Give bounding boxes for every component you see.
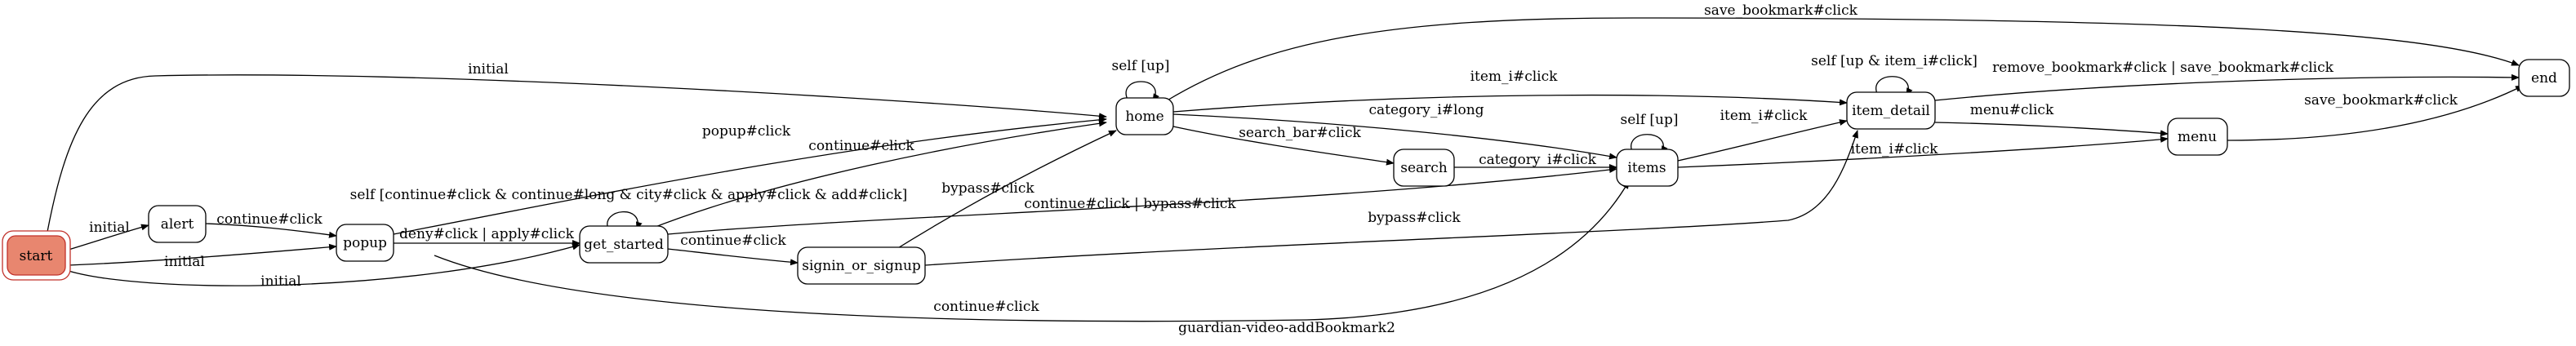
edge-home-item-detail: item_i#click [1172,69,1848,113]
edge-label-item-detail-menu: menu#click [1970,102,2054,118]
edge-popup-get-started: deny#click | apply#click [393,226,581,246]
node-search: search [1393,149,1455,187]
edge-menu-end: save_bookmark#click [2227,85,2524,141]
edge-label-start-home: initial [468,61,509,78]
edge-label-get-started-self: self [continue#click & continue#long & c… [350,187,908,203]
node-alert: alert [148,205,207,243]
edge-start-alert: initial [68,220,149,251]
edge-get-started-home: continue#click [648,120,1107,230]
edge-home-end: save_bookmark#click [1165,2,2520,102]
edge-label-items-item-detail: item_i#click [1720,108,1809,124]
edge-home-search: search_bar#click [1172,125,1395,166]
node-end: end [2518,59,2570,97]
edge-items-menu: item_i#click [1677,135,2169,168]
edge-label-signin-home: bypass#click [941,180,1034,197]
edge-label-popup-home: popup#click [702,123,791,140]
edge-label-item-detail-end: remove_bookmark#click | save_bookmark#cl… [1992,60,2334,76]
edge-label-home-end: save_bookmark#click [1704,2,1858,19]
node-label-start: start [20,248,53,264]
edge-label-home-item-detail: item_i#click [1470,69,1559,85]
node-menu: menu [2167,118,2228,156]
edge-label-home-search: search_bar#click [1239,125,1361,141]
edge-label-items-self: self [up] [1620,112,1678,128]
edge-label-signin-item-detail: bypass#click [1368,210,1461,226]
node-label-menu: menu [2178,129,2217,145]
edge-label-menu-end: save_bookmark#click [2304,92,2458,109]
node-label-items: items [1627,160,1666,176]
edge-label-start-alert: initial [89,220,130,236]
node-label-search: search [1400,160,1448,176]
edge-label-home-items: category_i#long [1368,102,1484,118]
node-items: items [1616,149,1679,187]
edge-signin-item-detail: bypass#click [924,130,1858,266]
diagram-caption: guardian-video-addBookmark2 [1178,320,1395,336]
edge-label-start-get-started: initial [260,273,301,290]
edge-item-detail-menu: menu#click [1934,102,2169,137]
edge-get-started-items: continue#click | bypass#click [667,166,1617,235]
edge-popup-home: popup#click [393,116,1107,235]
edge-search-items: category_i#click [1454,152,1617,171]
edge-label-item-detail-self: self [up & item_i#click] [1811,53,1978,69]
node-start: start [2,230,71,281]
node-label-alert: alert [161,216,194,233]
edge-label-get-started-home: continue#click [808,138,914,154]
edge-alert-popup: continue#click [205,211,337,238]
edge-item-detail-end: remove_bookmark#click | save_bookmark#cl… [1934,60,2520,101]
node-signin-or-signup: signin_or_signup [797,246,926,285]
node-popup: popup [336,224,394,262]
edge-start-get-started: initial [68,243,581,290]
edge-home-self: self [up] [1111,58,1170,102]
edge-get-started-signin: continue#click [667,233,799,266]
edge-popup-items: continue#click [434,180,1630,322]
node-get-started: get_started [579,225,669,264]
edge-label-search-items: category_i#click [1479,152,1596,168]
edges: initial initial initial initial continue… [47,2,2524,322]
node-label-popup: popup [343,235,387,251]
nodes: start alert popup get_started signin_or_… [2,59,2570,285]
node-label-item-detail: item_detail [1852,103,1930,119]
edge-start-home: initial [47,61,1107,233]
edge-items-item-detail: item_i#click [1677,108,1848,162]
edge-signin-home: bypass#click [889,130,1117,254]
edge-start-popup: initial [68,243,337,270]
edge-label-get-started-items: continue#click | bypass#click [1024,196,1236,212]
node-label-get-started: get_started [584,237,664,253]
edge-home-items: category_i#long [1172,102,1617,160]
edge-label-home-self: self [up] [1111,58,1169,74]
edge-label-popup-get-started: deny#click | apply#click [399,226,575,242]
edge-items-self: self [up] [1620,112,1679,154]
node-home: home [1115,97,1174,135]
edge-item-detail-self: self [up & item_i#click] [1811,53,1978,96]
edge-label-start-popup: initial [164,254,205,270]
node-label-end: end [2531,70,2557,86]
edge-label-get-started-signin: continue#click [680,233,786,249]
edge-label-popup-items: continue#click [933,299,1039,315]
node-item-detail: item_detail [1846,91,1936,130]
node-label-home: home [1125,109,1163,125]
edge-label-alert-popup: continue#click [216,211,323,228]
edge-label-items-menu: item_i#click [1851,141,1939,157]
node-label-signin-or-signup: signin_or_signup [802,258,921,274]
